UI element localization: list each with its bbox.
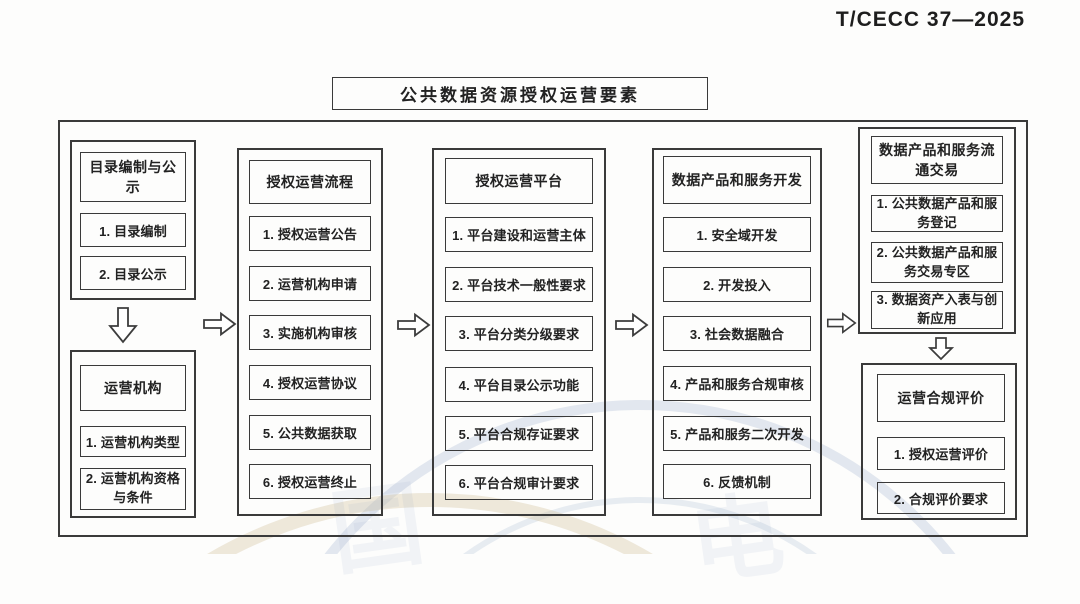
process-item: 6. 授权运营终止 <box>249 464 371 499</box>
process-item: 5. 公共数据获取 <box>249 415 371 450</box>
development-item: 2. 开发投入 <box>663 267 811 302</box>
right-arrow-icon <box>826 312 857 334</box>
operating-org-item: 1. 运营机构类型 <box>80 426 186 457</box>
group-catalog-header: 目录编制与公示 <box>80 152 186 202</box>
platform-item: 5. 平台合规存证要求 <box>445 416 593 451</box>
group-product-development-header: 数据产品和服务开发 <box>663 156 811 204</box>
group-authorization-process <box>237 148 383 516</box>
group-catalog <box>70 140 196 300</box>
group-authorization-process-header: 授权运营流程 <box>249 160 371 204</box>
group-circulation-trading-header: 数据产品和服务流通交易 <box>871 136 1003 184</box>
group-compliance-evaluation <box>861 363 1017 520</box>
evaluation-item: 2. 合规评价要求 <box>877 482 1005 514</box>
process-item: 4. 授权运营协议 <box>249 365 371 400</box>
platform-item: 2. 平台技术一般性要求 <box>445 267 593 302</box>
platform-item: 4. 平台目录公示功能 <box>445 367 593 402</box>
process-item: 3. 实施机构审核 <box>249 315 371 350</box>
development-item: 4. 产品和服务合规审核 <box>663 366 811 401</box>
development-item: 1. 安全域开发 <box>663 217 811 252</box>
evaluation-item: 1. 授权运营评价 <box>877 437 1005 470</box>
group-product-development <box>652 148 822 516</box>
process-item: 2. 运营机构申请 <box>249 266 371 301</box>
platform-item: 3. 平台分类分级要求 <box>445 316 593 351</box>
right-arrow-icon <box>615 312 649 338</box>
platform-item: 6. 平台合规审计要求 <box>445 465 593 500</box>
group-compliance-evaluation-header: 运营合规评价 <box>877 374 1005 422</box>
document-code: T/CECC 37—2025 <box>835 8 1025 31</box>
group-operating-org <box>70 350 196 518</box>
group-operation-platform-header: 授权运营平台 <box>445 158 593 204</box>
circulation-item: 3. 数据资产入表与创新应用 <box>871 291 1003 329</box>
development-item: 6. 反馈机制 <box>663 464 811 499</box>
operating-org-item: 2. 运营机构资格与条件 <box>80 468 186 510</box>
development-item: 3. 社会数据融合 <box>663 316 811 351</box>
circulation-item: 1. 公共数据产品和服务登记 <box>871 195 1003 232</box>
catalog-item: 1. 目录编制 <box>80 213 186 247</box>
process-item: 1. 授权运营公告 <box>249 216 371 251</box>
development-item: 5. 产品和服务二次开发 <box>663 416 811 451</box>
right-arrow-icon <box>203 311 237 337</box>
diagram-title: 公共数据资源授权运营要素 <box>332 77 708 110</box>
down-arrow-icon <box>108 307 138 344</box>
right-arrow-icon <box>397 312 431 338</box>
circulation-item: 2. 公共数据产品和服务交易专区 <box>871 242 1003 283</box>
down-arrow-icon <box>928 337 954 361</box>
group-circulation-trading <box>858 127 1016 334</box>
catalog-item: 2. 目录公示 <box>80 256 186 290</box>
group-operating-org-header: 运营机构 <box>80 365 186 411</box>
diagram-outer-frame <box>58 120 1028 537</box>
platform-item: 1. 平台建设和运营主体 <box>445 217 593 252</box>
group-operation-platform <box>432 148 606 516</box>
